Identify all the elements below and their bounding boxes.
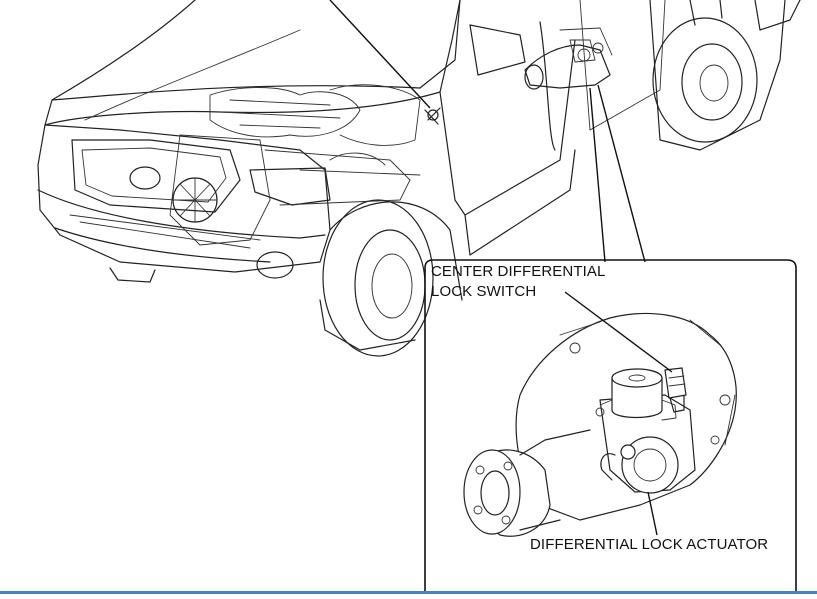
switch-leader [564, 291, 673, 373]
callout-box [424, 259, 797, 594]
actuator-leader [647, 491, 658, 536]
truck-body [37, 0, 801, 357]
differential-lock-actuator-label: DIFFERENTIAL LOCK ACTUATOR [530, 536, 769, 553]
differential-assembly [463, 312, 737, 537]
switch-label-line-1: CENTER DIFFERENTIAL [431, 263, 606, 280]
center-differential-lock-switch-label: CENTER DIFFERENTIAL LOCK SWITCH [431, 262, 605, 302]
switch-label-line-2: LOCK SWITCH [431, 283, 537, 300]
